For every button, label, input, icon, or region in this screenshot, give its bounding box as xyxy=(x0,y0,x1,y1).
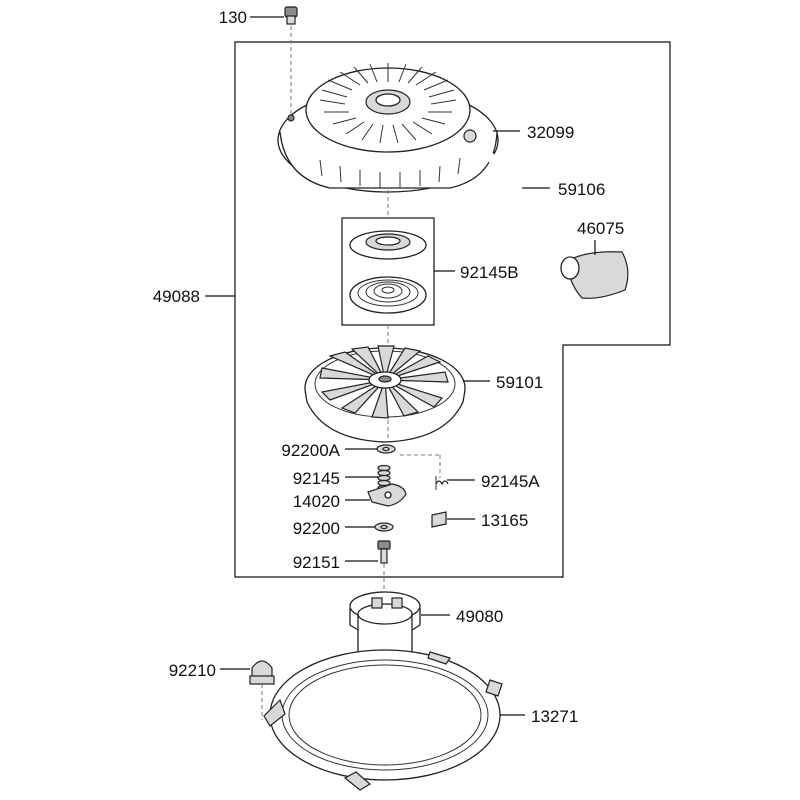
label-part-49088: 49088 xyxy=(153,287,200,306)
starter-cover-drawing xyxy=(277,63,499,193)
leader-lines xyxy=(205,16,596,716)
starter-case-drawing xyxy=(263,649,503,791)
bolt-130-drawing xyxy=(284,6,298,120)
label-part-49080: 49080 xyxy=(456,607,503,626)
label-part-59106: 59106 xyxy=(558,180,605,199)
label-part-130: 130 xyxy=(219,8,247,27)
label-part-92151: 92151 xyxy=(293,553,340,572)
washer-92200-drawing xyxy=(374,522,394,532)
label-part-59101: 59101 xyxy=(496,373,543,392)
starter-rope-drawing xyxy=(473,140,566,266)
label-part-92210: 92210 xyxy=(169,661,216,680)
spring-92145A-drawing xyxy=(400,454,449,490)
label-part-13271: 13271 xyxy=(531,707,578,726)
label-part-92145: 92145 xyxy=(293,469,340,488)
label-part-92145B: 92145B xyxy=(460,263,519,282)
label-part-92200A: 92200A xyxy=(281,441,340,460)
starter-handle-drawing xyxy=(560,251,629,299)
washer-92200A-drawing xyxy=(376,444,396,454)
bolt-92151-drawing xyxy=(377,540,391,600)
label-part-32099: 32099 xyxy=(527,123,574,142)
label-part-92145A: 92145A xyxy=(481,472,540,491)
spring-kit-drawing xyxy=(341,190,435,350)
ratchet-14020-drawing xyxy=(367,483,407,507)
pawl-13165-drawing xyxy=(431,511,447,528)
rope-reel-drawing xyxy=(304,345,466,443)
label-part-92200: 92200 xyxy=(293,519,340,538)
label-part-13165: 13165 xyxy=(481,511,528,530)
assembly-outline-box xyxy=(234,41,671,578)
nut-92210-drawing xyxy=(249,660,275,720)
label-part-14020: 14020 xyxy=(293,492,340,511)
label-part-46075: 46075 xyxy=(577,219,624,238)
